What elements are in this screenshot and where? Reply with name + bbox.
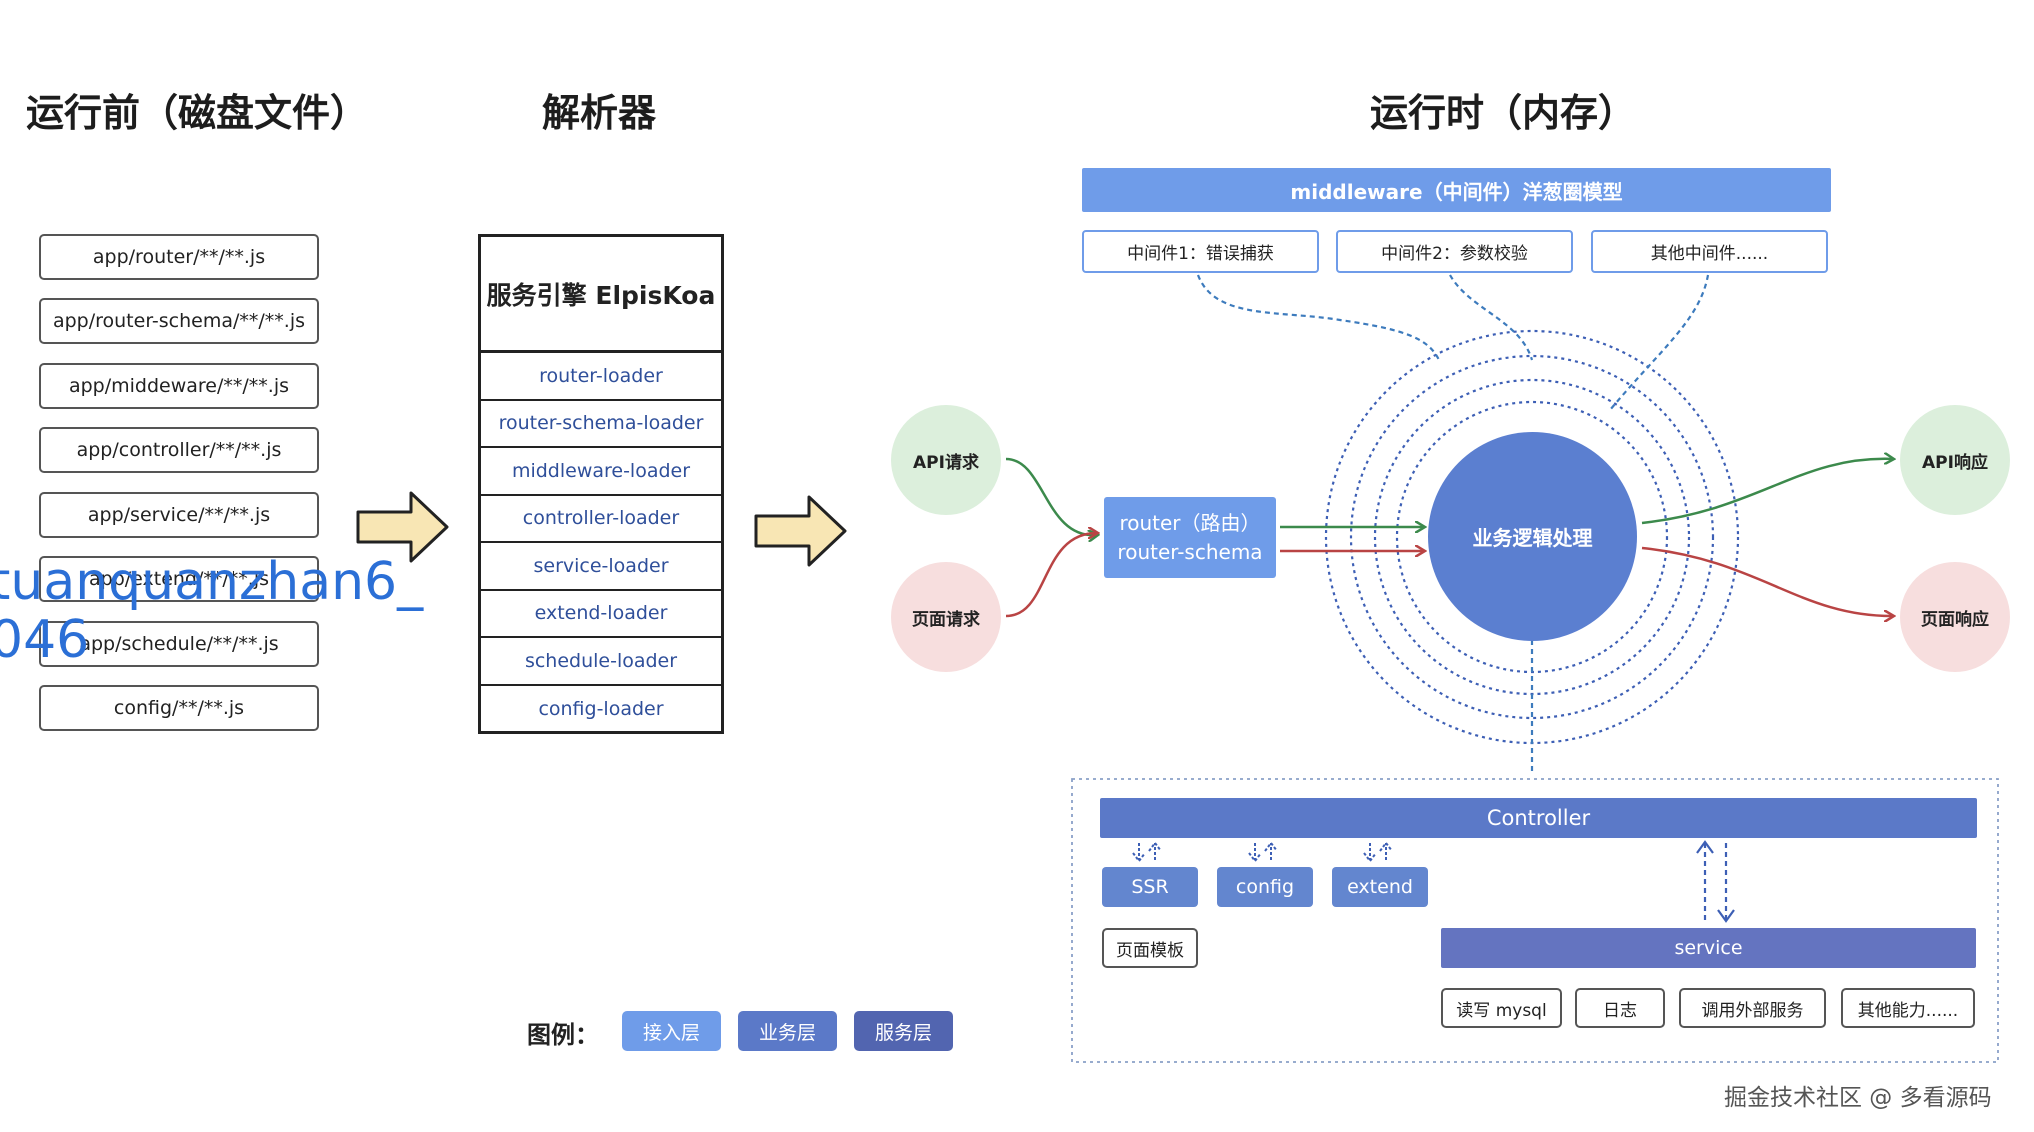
service-item-others: 其他能力......: [1841, 988, 1975, 1028]
legend-service-layer: 服务层: [854, 1011, 953, 1051]
middleware-item-param-check: 中间件2：参数校验: [1336, 230, 1573, 273]
middleware-bar: middleware（中间件）洋葱圈模型: [1082, 168, 1831, 212]
loader-service: service-loader: [481, 543, 721, 591]
before-run-title: 运行前（磁盘文件）: [26, 91, 369, 135]
overlay-text-line1: tuanquanzhan6_: [0, 552, 424, 612]
extend-block: extend: [1332, 867, 1428, 907]
page-request-node: 页面请求: [891, 562, 1001, 672]
service-engine: 服务引擎 ElpisKoa router-loader router-schem…: [478, 234, 724, 734]
file-box-service: app/service/**/**.js: [39, 492, 319, 538]
engine-title: 服务引擎 ElpisKoa: [481, 237, 721, 353]
legend-business-layer: 业务层: [738, 1011, 837, 1051]
loader-schedule: schedule-loader: [481, 638, 721, 686]
file-box-config: config/**/**.js: [39, 685, 319, 731]
file-box-middeware: app/middeware/**/**.js: [39, 363, 319, 409]
file-box-router: app/router/**/**.js: [39, 234, 319, 280]
api-request-node: API请求: [891, 405, 1001, 515]
service-item-log: 日志: [1575, 988, 1665, 1028]
loader-controller: controller-loader: [481, 496, 721, 543]
file-box-extend: app/extend/**/**.js: [39, 556, 319, 602]
config-block: config: [1217, 867, 1313, 907]
file-box-schedule: app/schedule/**/**.js: [39, 621, 319, 667]
watermark: 掘金技术社区 @ 多看源码: [1724, 1085, 1992, 1111]
api-response-node: API响应: [1900, 405, 2010, 515]
router-box: router（路由） router-schema: [1104, 497, 1276, 578]
service-bar: service: [1441, 928, 1976, 968]
page-template-box: 页面模板: [1102, 928, 1198, 968]
right-arrow-icon: [754, 495, 847, 567]
service-item-external: 调用外部服务: [1679, 988, 1826, 1028]
file-box-controller: app/controller/**/**.js: [39, 427, 319, 473]
router-label: router（路由）: [1119, 510, 1261, 535]
parser-title: 解析器: [542, 91, 657, 135]
loader-router-schema: router-schema-loader: [481, 401, 721, 448]
right-arrow-icon: [356, 491, 449, 563]
service-item-mysql: 读写 mysql: [1441, 988, 1562, 1028]
loader-router: router-loader: [481, 353, 721, 401]
loader-config: config-loader: [538, 698, 664, 721]
legend-access-layer: 接入层: [622, 1011, 721, 1051]
loader-middleware: middleware-loader: [481, 448, 721, 496]
legend-label: 图例：: [527, 1021, 599, 1049]
runtime-title: 运行时（内存）: [1370, 91, 1637, 135]
middleware-item-others: 其他中间件......: [1591, 230, 1828, 273]
overlay-text-line2: 046: [0, 610, 90, 670]
router-schema-label: router-schema: [1117, 539, 1263, 564]
ssr-block: SSR: [1102, 867, 1198, 907]
business-logic-core: 业务逻辑处理: [1428, 432, 1637, 641]
middleware-item-error-catch: 中间件1：错误捕获: [1082, 230, 1319, 273]
controller-bar: Controller: [1100, 798, 1977, 838]
page-response-node: 页面响应: [1900, 562, 2010, 672]
file-box-router-schema: app/router-schema/**/**.js: [39, 298, 319, 344]
loader-extend: extend-loader: [481, 591, 721, 638]
